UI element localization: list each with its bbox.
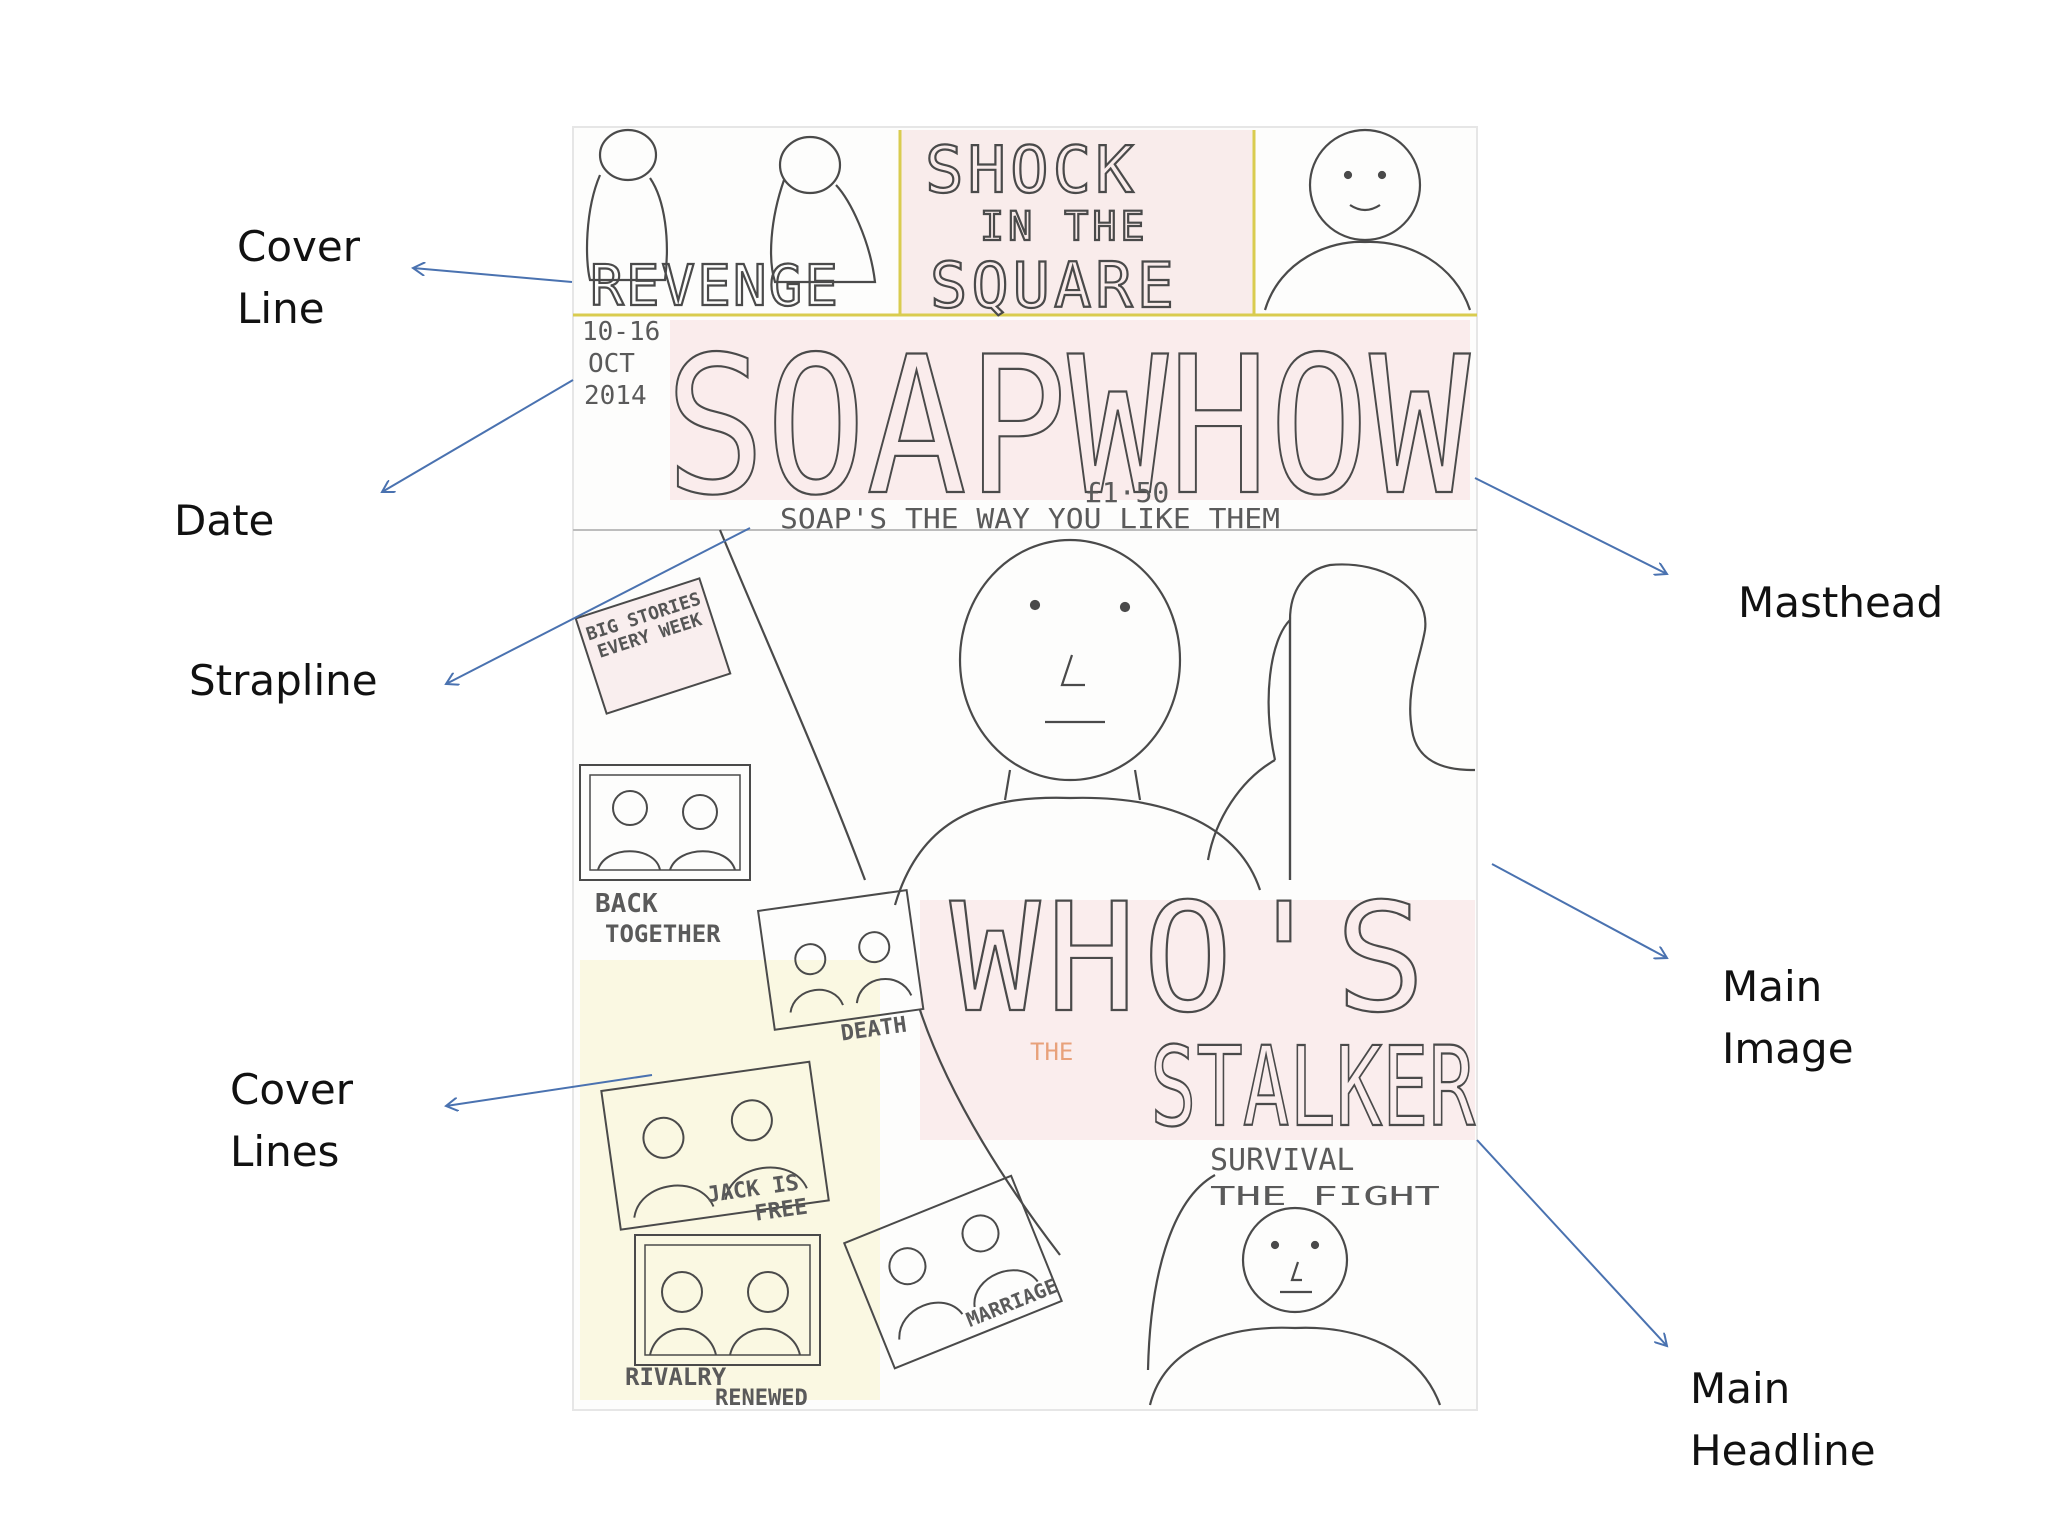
arrow-main-image	[1491, 863, 1667, 958]
annotation-arrows	[382, 268, 1667, 1346]
label-cover-line: Cover Line	[237, 222, 360, 333]
issue-date-line-3: 2014	[584, 381, 647, 411]
penguin-figure-2	[769, 135, 877, 284]
cover-box-big-stories: BIG STORIES EVERY WEEK	[574, 577, 732, 715]
masthead-title: SOAPWHOW	[665, 316, 1471, 537]
issue-date-line-2: OCT	[588, 349, 635, 379]
cover-box-back-text-1: BACK	[595, 889, 658, 919]
arrow-cover-line	[413, 268, 573, 283]
label-date: Date	[174, 496, 275, 545]
cover-box-back-text-2: TOGETHER	[605, 920, 721, 948]
cover-box-death: DEATH	[756, 888, 925, 1047]
cover-box-rivalry-renewed: RIVALRY RENEWED	[625, 1234, 821, 1411]
arrow-strapline	[446, 527, 751, 684]
label-masthead: Masthead	[1738, 578, 1944, 627]
cover-line-shock: SHOCK	[925, 134, 1138, 208]
price: £1·50	[1085, 476, 1169, 509]
arrow-cover-lines	[446, 1074, 653, 1106]
survival-line-1: SURVIVAL	[1210, 1143, 1355, 1178]
cover-line-revenge: REVENGE	[590, 254, 840, 319]
issue-date-line-1: 10-16	[582, 317, 660, 347]
cover-line-in-the: IN THE	[980, 204, 1149, 250]
penguin-figure-1	[585, 128, 668, 282]
arrow-masthead	[1474, 477, 1667, 574]
label-cover-lines: Cover Lines	[230, 1065, 353, 1176]
arrow-date	[382, 379, 574, 492]
cover-line-square: SQUARE	[930, 249, 1178, 322]
left-yellow-tint	[580, 960, 880, 1400]
cover-box-rivalry-text-1: RIVALRY	[625, 1363, 727, 1391]
headline-tint	[920, 900, 1475, 1140]
top-right-figure	[1263, 128, 1472, 311]
headline-whos: WHO'S	[950, 872, 1432, 1046]
masthead-tint	[670, 320, 1470, 500]
main-image-boy	[893, 538, 1262, 906]
top-banner-tint	[900, 130, 1254, 315]
cover-box-rivalry-text-2: RENEWED	[715, 1386, 808, 1411]
label-strapline: Strapline	[189, 656, 378, 705]
label-main-image: Main Image	[1722, 962, 1854, 1073]
label-main-headline: Main Headline	[1690, 1364, 1876, 1475]
main-image-hooded-figure	[1206, 563, 1476, 880]
cover-box-back-together: BACK TOGETHER	[579, 764, 751, 948]
bottom-right-figure	[1146, 1174, 1442, 1406]
headline-the: THE	[1030, 1038, 1073, 1066]
headline-stalker: STALKER	[1150, 1023, 1476, 1151]
survival-line-2: THE FIGHT	[1210, 1182, 1441, 1212]
strapline-text: SOAP'S THE WAY YOU LIKE THEM	[780, 502, 1280, 535]
arrow-main-headline	[1476, 1139, 1667, 1346]
